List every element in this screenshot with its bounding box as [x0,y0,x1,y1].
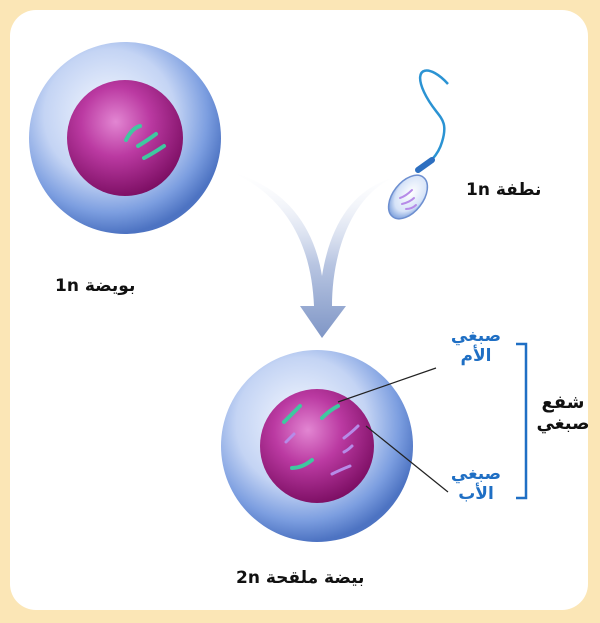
sperm-tail [418,71,448,172]
maternal-label-line2: الأم [446,346,506,366]
zygote-nucleus [260,389,374,503]
sperm-midpiece [418,160,432,170]
paternal-chromosome-label: صبغي الأب [446,464,506,504]
sperm-cell [381,71,448,226]
zygote-label: بيضة ملقحة 2n [236,568,364,588]
pair-label-line1: شفع [532,392,594,413]
paternal-label-line1: صبغي [446,464,506,484]
maternal-chromosome-label: صبغي الأم [446,326,506,366]
egg-label: بويضة 1n [55,276,135,296]
pair-bracket [516,344,526,498]
chromosome-pair-label: شفع صبغي [532,392,594,434]
sperm-head [381,168,435,226]
maternal-label-line1: صبغي [446,326,506,346]
zygote-cell [221,350,413,542]
pair-label-line2: صبغي [532,413,594,434]
paternal-label-line2: الأب [446,484,506,504]
converging-arrow [232,172,392,338]
sperm-label: نطفة 1n [466,180,541,200]
arrow-shape [232,172,392,338]
egg-cell [29,42,221,234]
